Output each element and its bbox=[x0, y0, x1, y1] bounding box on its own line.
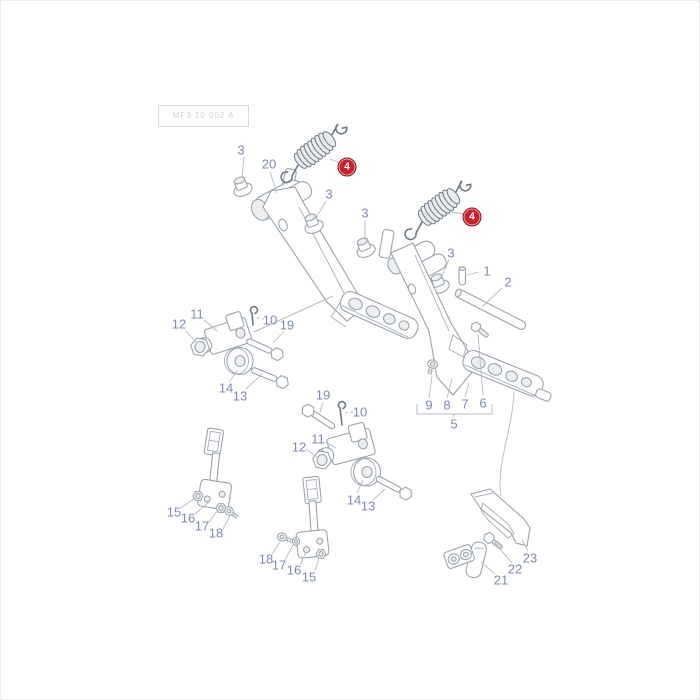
callout-14: 14 bbox=[218, 380, 234, 396]
callout-10: 10 bbox=[352, 404, 368, 420]
clevis-pin bbox=[458, 266, 467, 286]
callout-10: 10 bbox=[262, 312, 278, 328]
footstep-bracket-group bbox=[443, 391, 531, 579]
callout-11: 11 bbox=[190, 306, 204, 322]
drawing-number-watermark: MF3 10 002 A bbox=[158, 105, 249, 127]
callout-19: 19 bbox=[315, 387, 331, 403]
callout-8: 8 bbox=[443, 397, 451, 413]
highlighted-part-badge-4[interactable]: 4 bbox=[462, 207, 482, 227]
callout-3: 3 bbox=[325, 186, 333, 202]
callout-9: 9 bbox=[425, 397, 433, 413]
return-spring-right bbox=[404, 180, 472, 241]
callout-3: 3 bbox=[237, 142, 245, 158]
callout-23: 23 bbox=[522, 550, 538, 566]
callout-15: 15 bbox=[166, 504, 182, 520]
left-pedal-assembly bbox=[250, 168, 419, 339]
callout-leader-lines bbox=[180, 156, 529, 575]
callout-3: 3 bbox=[361, 205, 369, 221]
callout-7: 7 bbox=[461, 396, 469, 412]
callout-16: 16 bbox=[286, 562, 302, 578]
callout-3: 3 bbox=[447, 245, 455, 261]
pedal-shaft-rod bbox=[454, 288, 527, 330]
callout-16: 16 bbox=[180, 510, 196, 526]
pad-screw bbox=[427, 359, 439, 376]
pivot-bushing-caps bbox=[233, 176, 450, 294]
callout-22: 22 bbox=[507, 561, 523, 577]
highlighted-part-badge-4[interactable]: 4 bbox=[337, 157, 357, 177]
callout-19: 19 bbox=[279, 317, 295, 333]
callout-17: 17 bbox=[271, 557, 287, 573]
stop-bolt bbox=[470, 321, 489, 338]
switch-assembly-right bbox=[277, 475, 330, 559]
callout-14: 14 bbox=[346, 492, 362, 508]
callout-5: 5 bbox=[450, 416, 458, 432]
right-pedal-assembly bbox=[378, 229, 552, 402]
clevis-group-left bbox=[190, 305, 289, 390]
callout-18: 18 bbox=[208, 525, 224, 541]
callout-17: 17 bbox=[194, 518, 210, 534]
callout-6: 6 bbox=[479, 395, 487, 411]
return-spring-left bbox=[280, 123, 348, 184]
callout-13: 13 bbox=[360, 498, 376, 514]
callout-18: 18 bbox=[258, 551, 274, 567]
callout-12: 12 bbox=[171, 316, 187, 332]
callout-20: 20 bbox=[261, 156, 277, 172]
switch-assembly-left bbox=[192, 427, 239, 520]
callout-1: 1 bbox=[483, 263, 491, 279]
callout-2: 2 bbox=[504, 274, 512, 290]
clevis-group-right bbox=[301, 400, 412, 501]
callout-15: 15 bbox=[301, 569, 317, 585]
callout-21: 21 bbox=[493, 572, 509, 588]
callout-11: 11 bbox=[311, 431, 325, 447]
callout-13: 13 bbox=[232, 388, 248, 404]
callout-12: 12 bbox=[291, 439, 307, 455]
